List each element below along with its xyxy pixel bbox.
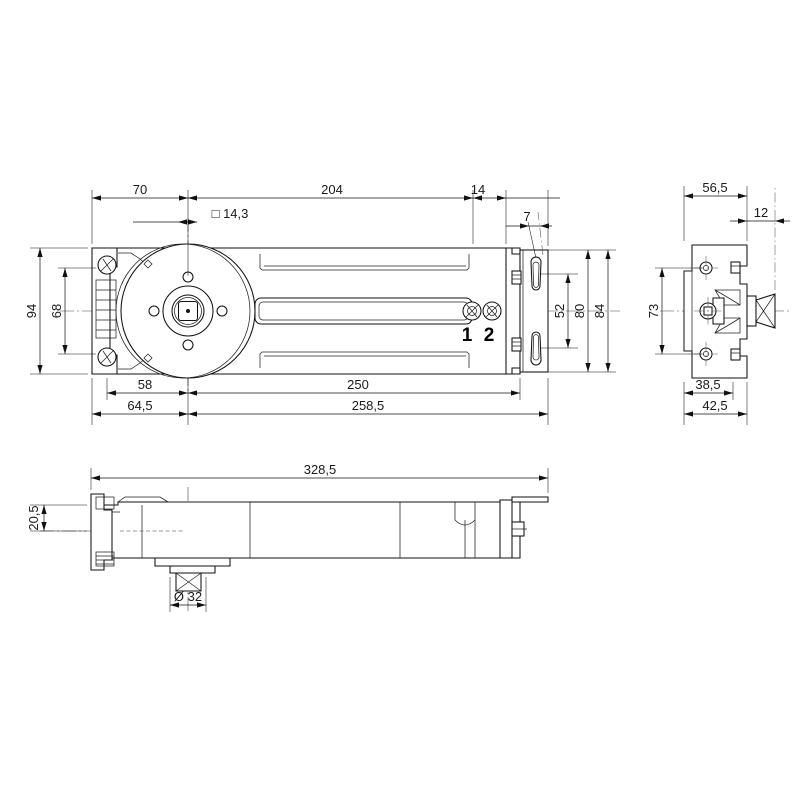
side-tab-top bbox=[730, 261, 741, 274]
plan-hub-hole-right bbox=[216, 305, 228, 317]
plan-lug-bottom bbox=[511, 337, 522, 352]
plan-screw-bottom-left bbox=[97, 347, 117, 367]
elev-bracket-bottom-block bbox=[95, 551, 115, 567]
plan-view: 1 2 70 bbox=[24, 182, 620, 425]
dim-label-250: 250 bbox=[347, 377, 369, 392]
dim-label-258-5: 258,5 bbox=[352, 398, 385, 413]
plan-lower-recess bbox=[259, 351, 470, 368]
plan-lug-top bbox=[511, 270, 522, 285]
plan-slot-hole-bottom bbox=[530, 331, 542, 366]
plan-dimple-top bbox=[143, 259, 153, 269]
plan-hub-inner-ring bbox=[174, 297, 202, 325]
plan-dimple-bottom bbox=[143, 353, 153, 363]
dim-42-5: 42,5 bbox=[684, 398, 747, 417]
dim-label-204: 204 bbox=[321, 182, 343, 197]
bottom-elevation-view: 328,5 20,5 Ø 32 bbox=[26, 462, 549, 612]
dim-70: 70 bbox=[92, 182, 188, 201]
dim-label-80: 80 bbox=[572, 304, 587, 318]
dim-20-5: 20,5 bbox=[26, 505, 47, 531]
dim-84: 84 bbox=[592, 250, 611, 372]
side-spindle-square bbox=[755, 293, 776, 329]
side-wedge-bottom-curve bbox=[714, 317, 741, 334]
elev-body-outline bbox=[99, 501, 521, 559]
plan-hub-hole-left bbox=[148, 305, 160, 317]
dim-label-70: 70 bbox=[133, 182, 147, 197]
dim-52: 52 bbox=[552, 274, 571, 348]
dim-56-5: 56,5 bbox=[684, 180, 747, 199]
dim-258-5: 258,5 bbox=[188, 398, 548, 417]
dim-square-14-3: □ 14,3 bbox=[133, 206, 248, 225]
dim-38-5: 38,5 bbox=[684, 377, 733, 396]
dim-14: 14 bbox=[471, 182, 506, 201]
plan-slot-hole-top bbox=[530, 256, 542, 291]
elev-spindle-flange bbox=[169, 565, 216, 574]
plan-upper-recess bbox=[259, 254, 470, 271]
dim-7: 7 bbox=[506, 209, 552, 259]
dim-label-14: 14 bbox=[471, 182, 485, 197]
side-tab-bottom bbox=[730, 348, 741, 361]
dim-label-12: 12 bbox=[754, 205, 768, 220]
dim-68: 68 bbox=[49, 268, 68, 354]
plan-rotor-housing-inner bbox=[115, 243, 251, 379]
side-spindle-x1 bbox=[755, 299, 776, 329]
dim-label-52: 52 bbox=[552, 304, 567, 318]
elev-top-step bbox=[117, 496, 169, 503]
elev-bracket-top-block bbox=[95, 496, 115, 510]
elev-right-plate bbox=[499, 499, 513, 559]
dim-250: 250 bbox=[188, 377, 520, 396]
dim-label-94: 94 bbox=[24, 304, 39, 318]
dim-label-diameter-32: Ø 32 bbox=[174, 589, 202, 604]
dim-label-38-5: 38,5 bbox=[695, 377, 720, 392]
dim-label-328-5: 328,5 bbox=[304, 462, 337, 477]
dim-label-73: 73 bbox=[646, 304, 661, 318]
dim-328-5: 328,5 bbox=[91, 462, 548, 481]
elev-right-tab bbox=[511, 496, 549, 503]
dim-64-5: 64,5 bbox=[92, 398, 188, 417]
elev-spindle-base-plate bbox=[154, 557, 231, 567]
dim-73: 73 bbox=[646, 268, 665, 354]
plan-valve-screw-1[interactable] bbox=[462, 301, 482, 321]
dim-94: 94 bbox=[24, 248, 43, 374]
plan-valve-label-1: 1 bbox=[462, 325, 473, 346]
side-spindle-x2 bbox=[755, 293, 776, 323]
elev-spindle-x2 bbox=[175, 572, 202, 592]
dim-diameter-32: Ø 32 bbox=[170, 589, 206, 608]
plan-screw-top-left bbox=[97, 255, 117, 275]
dim-204: 204 bbox=[188, 182, 473, 201]
dim-58: 58 bbox=[107, 377, 188, 396]
side-wedge-top-curve bbox=[714, 289, 741, 306]
dim-80: 80 bbox=[572, 250, 591, 372]
dim-label-20-5: 20,5 bbox=[26, 505, 41, 530]
dim-label-68: 68 bbox=[49, 304, 64, 318]
dim-label-58: 58 bbox=[138, 377, 152, 392]
right-side-view: 56,5 12 73 38,5 bbox=[646, 180, 790, 425]
dim-label-64-5: 64,5 bbox=[127, 398, 152, 413]
dim-label-7: 7 bbox=[523, 209, 530, 224]
plan-spindle-center-dot bbox=[186, 309, 190, 313]
dim-label-14-3: □ 14,3 bbox=[212, 206, 249, 221]
dim-label-84: 84 bbox=[592, 304, 607, 318]
dim-label-42-5: 42,5 bbox=[702, 398, 727, 413]
plan-right-flange bbox=[505, 247, 521, 375]
plan-hub-hole-bottom bbox=[182, 339, 194, 351]
plan-valve-label-2: 2 bbox=[484, 325, 495, 346]
side-spindle-collar bbox=[746, 295, 757, 327]
dim-12: 12 bbox=[730, 205, 790, 224]
ext-7-b bbox=[537, 211, 544, 256]
ext-7-a bbox=[527, 221, 537, 259]
plan-valve-screw-2[interactable] bbox=[482, 301, 502, 321]
dim-label-56-5: 56,5 bbox=[702, 180, 727, 195]
side-inner-strip bbox=[683, 270, 693, 352]
